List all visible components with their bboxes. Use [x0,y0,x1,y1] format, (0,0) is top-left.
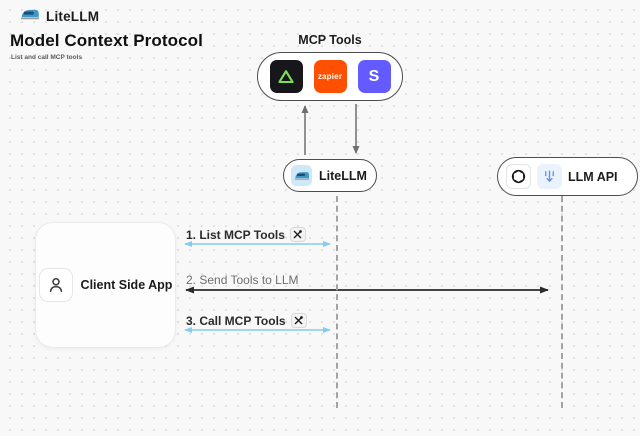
mcp-tools-label: MCP Tools [298,33,362,47]
s-tool-icon: S [357,60,391,93]
message-3-label: 3. Call MCP Tools [186,313,307,328]
litellm-node: LiteLLM [283,159,377,192]
llm-provider-icon [537,164,562,189]
page-subtitle: List and call MCP tools [11,54,83,61]
message-3-text: 3. Call MCP Tools [186,313,286,328]
client-side-app-node: Client Side App [35,222,176,348]
litellm-lifeline [336,196,338,408]
tools-icon [290,313,307,328]
page-title: Model Context Protocol [10,31,203,50]
llm-api-node: LLM API [497,157,638,196]
openai-icon [506,164,531,189]
person-icon [38,268,73,302]
litellm-node-label: LiteLLM [319,168,367,183]
litellm-node-icon [291,165,312,186]
triangle-tool-icon [269,60,303,93]
message-2-text: 2. Send Tools to LLM [186,273,299,287]
tools-icon [289,227,306,242]
message-1-text: 1. List MCP Tools [186,227,285,242]
client-side-app-label: Client Side App [80,278,173,292]
brand-logo-row: LiteLLM [20,7,99,26]
llm-api-lifeline [561,196,563,408]
litellm-logo-icon [20,7,40,26]
zapier-icon: zapier [313,60,347,93]
message-1-label: 1. List MCP Tools [186,227,306,242]
message-2-label: 2. Send Tools to LLM [186,273,299,287]
llm-api-node-label: LLM API [568,169,618,184]
brand-name: LiteLLM [46,9,100,24]
mcp-tools-node: zapier S [257,52,403,101]
